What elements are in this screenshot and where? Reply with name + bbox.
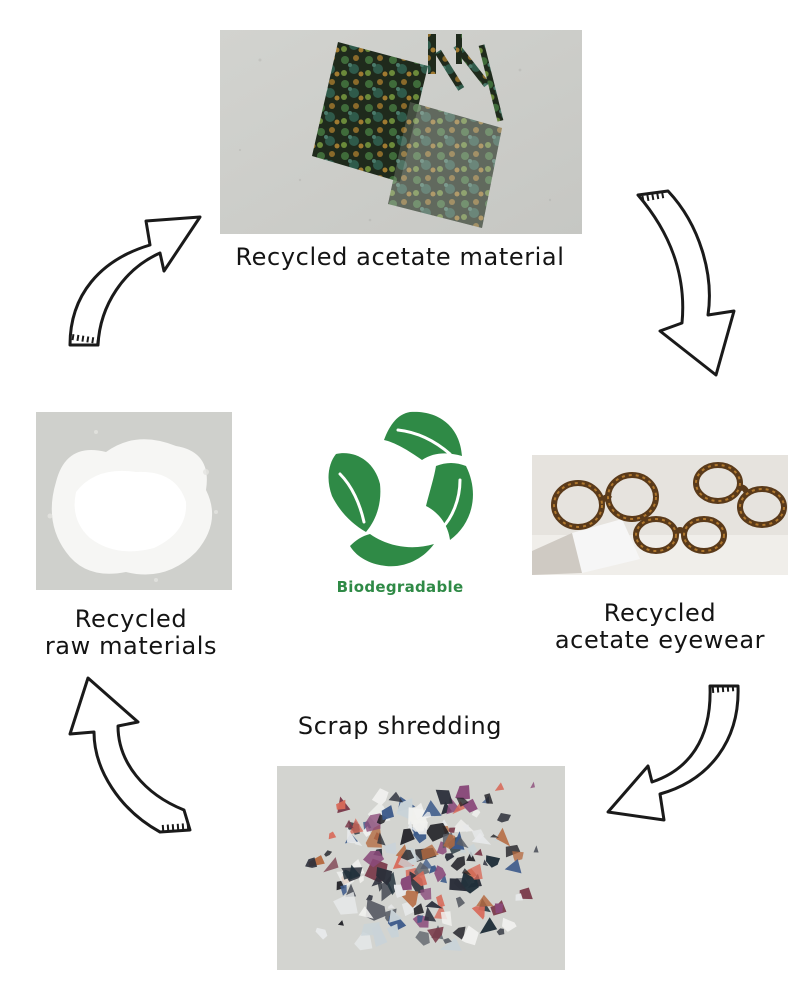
biodegradable-badge: Biodegradable: [310, 400, 490, 605]
acetate-sheets-image: [220, 30, 582, 234]
recycle-leaves-icon: [310, 400, 490, 575]
step-label-raw-materials: Recycled raw materials: [0, 606, 262, 660]
step-label-acetate-material: Recycled acetate material: [190, 244, 610, 271]
shredded-scrap-image: [277, 766, 565, 970]
plastic-chip: [495, 904, 503, 914]
biodegradable-label: Biodegradable: [310, 578, 490, 596]
cycle-arrow-top-right: [630, 185, 760, 385]
raw-materials-image: [36, 412, 232, 590]
step-label-eyewear: Recycled acetate eyewear: [520, 600, 800, 654]
cycle-arrow-bottom-right: [600, 680, 750, 830]
cycle-arrow-bottom-left: [50, 670, 200, 840]
eyewear-image: [532, 455, 788, 575]
plastic-chip: [449, 828, 456, 833]
cycle-arrow-top-left: [60, 205, 210, 355]
step-label-shredding: Scrap shredding: [250, 713, 550, 740]
